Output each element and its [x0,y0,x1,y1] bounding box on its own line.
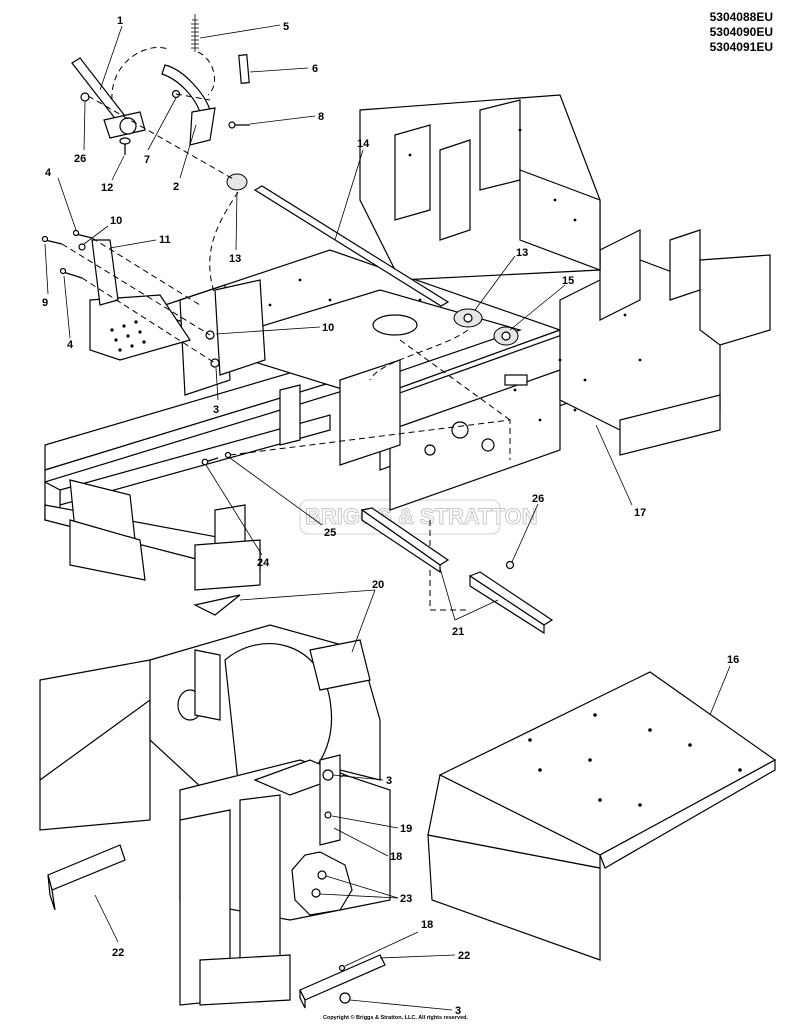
callout-13-right: 13 [516,247,528,259]
callout-25: 25 [324,527,336,539]
callout-24: 24 [257,557,270,569]
callout-4-upper: 4 [45,167,52,179]
callout-5: 5 [283,21,289,33]
callout-10-right: 10 [322,322,334,334]
callout-13-left: 13 [229,253,241,265]
callout-19: 19 [400,823,412,835]
cover-panel [427,671,777,961]
main-frame [44,94,771,591]
model-numbers: 5304088EU 5304090EU 5304091EU [710,10,773,55]
callout-labels: 1 5 6 8 26 7 12 2 14 4 10 11 9 4 13 13 1… [42,15,739,1017]
callout-3-upper: 3 [213,404,219,416]
callout-18-upper: 18 [390,851,402,863]
callout-20: 20 [372,579,384,591]
callout-22-left: 22 [112,947,124,959]
callout-3-middle: 3 [386,775,392,787]
model-number-1: 5304088EU [709,10,773,24]
callout-11: 11 [159,234,171,246]
callout-3-lower: 3 [455,1005,461,1017]
callout-8: 8 [318,111,324,123]
callout-9: 9 [42,297,48,309]
callout-26-top: 26 [74,153,86,165]
callout-21: 21 [452,626,464,638]
part-21-brackets [360,507,554,635]
callout-16: 16 [727,654,739,666]
assembly-lines [61,46,511,611]
callout-12: 12 [101,182,113,194]
callout-10-left: 10 [110,215,122,227]
callout-1: 1 [117,15,123,27]
callout-17: 17 [634,507,646,519]
watermark-text: BRIGGS & STRATTON [305,504,538,529]
callout-26-right: 26 [532,493,544,505]
callout-4-lower: 4 [67,339,74,351]
callout-14: 14 [357,138,370,150]
callout-23: 23 [400,893,412,905]
lower-housing [39,594,391,1006]
model-number-3: 5304091EU [709,40,773,54]
callout-6: 6 [312,63,318,75]
callout-7: 7 [144,154,150,166]
model-number-2: 5304090EU [709,25,773,39]
copyright-notice: Copyright © Briggs & Stratton, LLC. All … [322,1015,469,1021]
leader-lines [44,24,731,1011]
callout-22-right: 22 [458,950,470,962]
callout-18-lower: 18 [421,919,433,931]
callout-15: 15 [562,275,574,287]
callout-2: 2 [173,181,179,193]
part-22-brackets [47,844,386,1009]
